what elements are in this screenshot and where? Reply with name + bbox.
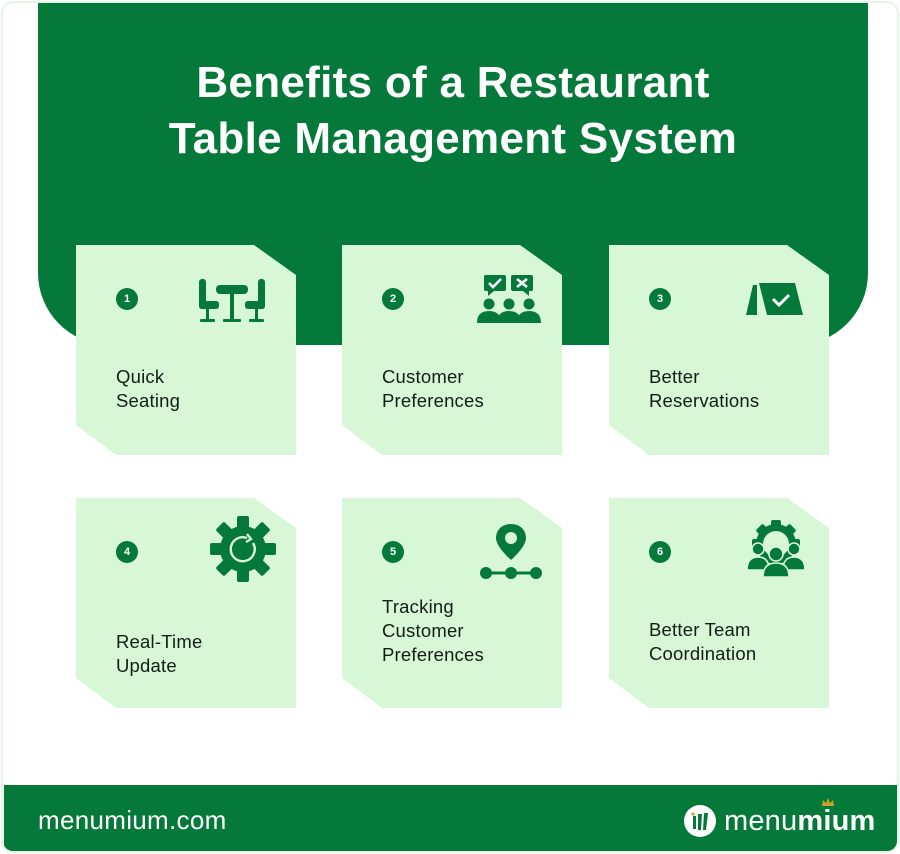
footer-bar: menumium.com menumium (4, 785, 897, 851)
step-number-badge: 2 (382, 288, 404, 310)
benefit-card-quick-seating: 1 Quick Seating (76, 245, 296, 455)
step-number-badge: 3 (649, 288, 671, 310)
title-line-2: Table Management System (168, 114, 738, 163)
benefit-label: Better Reservations (649, 366, 760, 411)
team-gear-icon (747, 520, 805, 578)
brand-wordmark: menumium (724, 797, 876, 838)
step-number-badge: 4 (116, 541, 138, 563)
reserved-sign-icon (746, 283, 803, 315)
gear-refresh-icon (210, 516, 276, 582)
benefit-label: Quick Seating (116, 366, 181, 411)
location-tracking-icon (480, 524, 542, 579)
benefit-label: Tracking Customer Preferences (382, 596, 484, 665)
title-line-1: Benefits of a Restaurant (196, 58, 710, 107)
benefit-label: Better Team Coordination (649, 619, 757, 664)
crown-icon (821, 797, 834, 806)
benefit-card-customer-preferences: 2 Customer Preferences (342, 245, 562, 455)
dining-table-chairs-icon (199, 279, 265, 322)
benefit-card-real-time-update: 4 Real-Time Update (76, 498, 296, 708)
website-url[interactable]: menumium.com (38, 805, 227, 835)
benefit-card-tracking-customer-preferences: 5 Tracking Customer Preferences (342, 498, 562, 708)
benefit-label: Customer Preferences (382, 366, 484, 411)
step-number-badge: 5 (382, 541, 404, 563)
logo-mark-icon (684, 805, 716, 837)
step-number-badge: 1 (116, 288, 138, 310)
benefit-card-better-reservations: 3 Better Reservations (609, 245, 829, 455)
brand-logo: menumium (684, 797, 876, 839)
page-title: Benefits of a Restaurant Table Managemen… (38, 55, 868, 167)
benefit-label: Real-Time Update (116, 631, 203, 676)
step-number-badge: 6 (649, 541, 671, 563)
benefit-card-better-team-coordination: 6 Better Team Coordination (609, 498, 829, 708)
customer-feedback-icon (477, 275, 541, 323)
